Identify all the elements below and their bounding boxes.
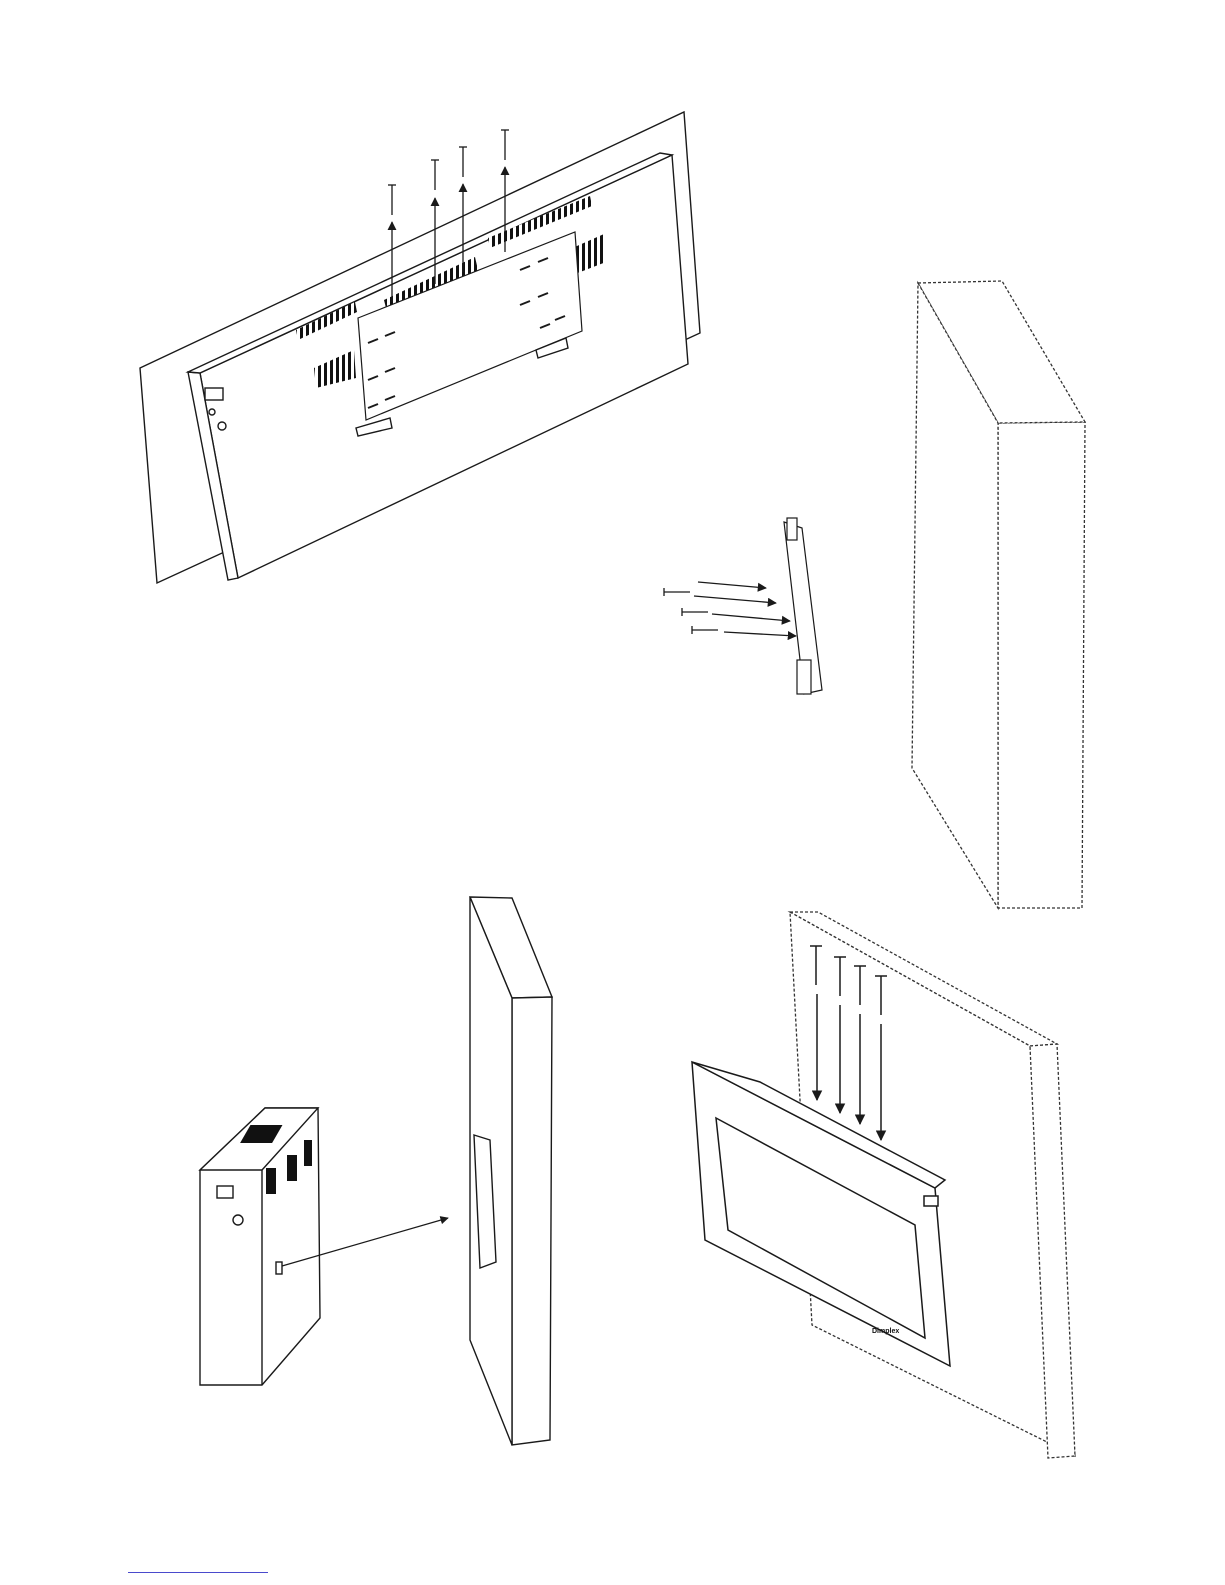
step-2-bracket — [784, 518, 822, 694]
screw-icon — [459, 147, 467, 177]
vent-slot — [266, 1168, 276, 1194]
vent-slot — [304, 1140, 312, 1166]
bracket-tab-bottom — [797, 660, 811, 694]
brand-mark: Dimplex — [872, 1328, 899, 1335]
screw-icon — [664, 588, 690, 596]
arrow-right-icon — [724, 632, 796, 636]
arrow-right-icon — [712, 614, 790, 621]
wall-front-face — [998, 422, 1085, 908]
step-1-fireplace-back — [140, 112, 700, 583]
screw-icon — [501, 130, 509, 160]
screw-icon — [431, 160, 439, 190]
footer-rule — [128, 1572, 268, 1573]
control-panel — [924, 1196, 938, 1206]
control-knob — [233, 1215, 243, 1225]
arrow-right-icon — [698, 582, 766, 588]
control-panel — [205, 388, 223, 400]
wall-front-face — [512, 997, 552, 1445]
step-2-screws — [664, 582, 796, 636]
arrow-right-icon — [694, 596, 776, 603]
step-3-fireplace-side — [200, 1108, 320, 1385]
vent-slot — [287, 1155, 297, 1181]
bracket-tab-top — [787, 518, 797, 540]
control-panel — [217, 1186, 233, 1198]
screw-icon — [682, 608, 708, 616]
screw-icon — [692, 626, 718, 634]
step-2-wall — [912, 281, 1085, 908]
screw-icon — [388, 185, 396, 215]
step-3-wall — [470, 897, 552, 1445]
bracket-slot — [276, 1262, 282, 1274]
